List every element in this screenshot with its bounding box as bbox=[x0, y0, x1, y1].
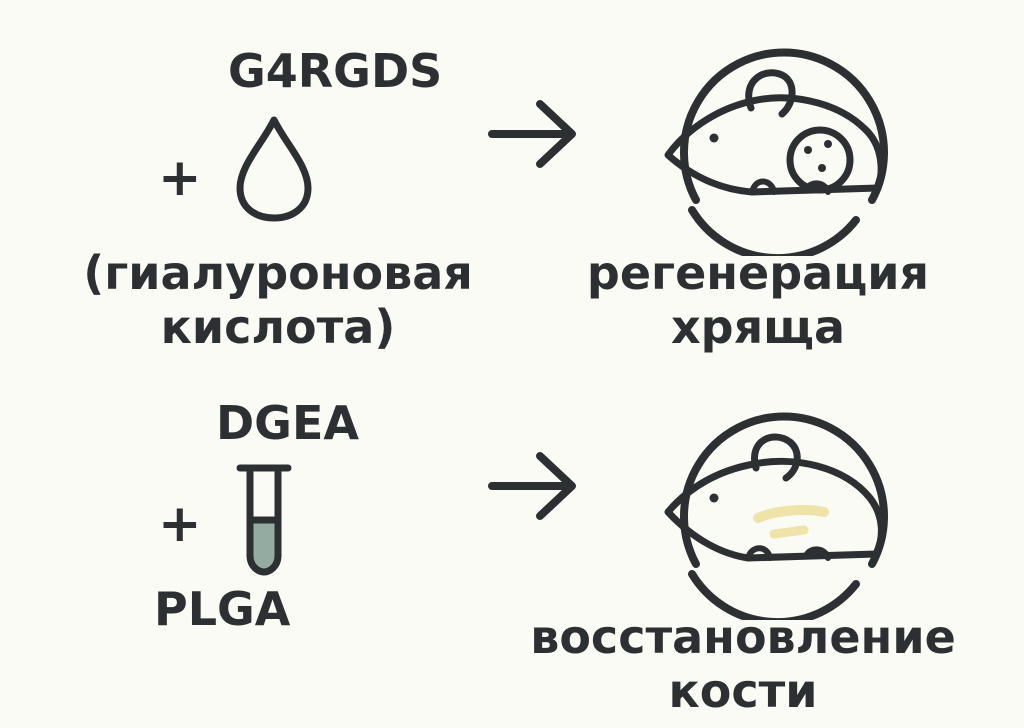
peptide-label-dgea: DGEA bbox=[216, 396, 359, 450]
material-label-plga: PLGA bbox=[154, 582, 291, 636]
outcome-line-1: регенерация bbox=[586, 246, 930, 300]
mouse-icon bbox=[664, 412, 888, 620]
arrow-right-icon bbox=[488, 452, 576, 520]
plus-sign-row1: + bbox=[158, 148, 202, 208]
mouse-icon bbox=[664, 48, 888, 256]
peptide-label-g4rgds: G4RGDS bbox=[228, 44, 443, 98]
droplet-icon bbox=[236, 116, 312, 222]
outcome-line-1: восстановление bbox=[530, 610, 956, 664]
arrow-right-icon bbox=[488, 100, 576, 168]
material-line-2: кислота) bbox=[160, 300, 396, 355]
outcome-label-row1: регенерация хряща bbox=[548, 246, 968, 355]
outcome-line-2: хряща bbox=[670, 300, 846, 355]
test-tube-icon bbox=[236, 464, 292, 576]
plus-sign-row2: + bbox=[158, 494, 202, 554]
outcome-line-2: кости bbox=[668, 664, 818, 719]
material-line-1: (гиалуроновая bbox=[83, 246, 473, 300]
material-label-row1: (гиалуроновая кислота) bbox=[68, 246, 488, 355]
outcome-label-row2: восстановление кости bbox=[508, 610, 978, 719]
